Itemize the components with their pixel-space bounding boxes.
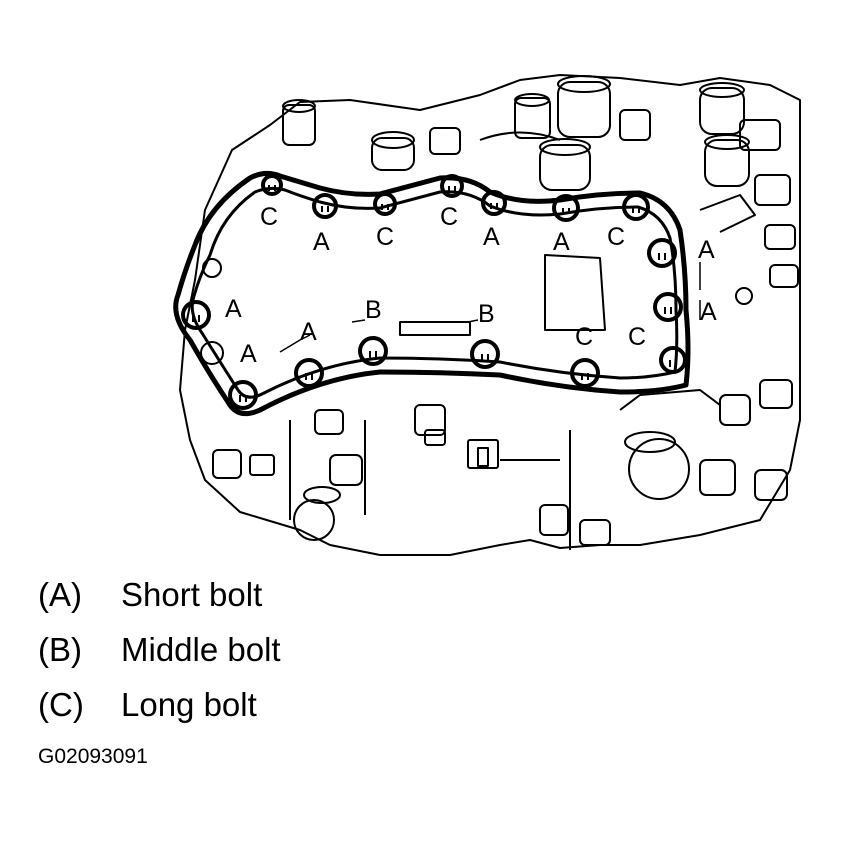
bolt-label-a: A xyxy=(698,236,715,264)
bolt xyxy=(470,339,500,369)
bolt xyxy=(440,174,464,198)
legend-key: (A) xyxy=(38,576,82,613)
leader-lines xyxy=(279,262,701,353)
bolt-type-labels: C A C C A A C A A A A A B B C C xyxy=(225,203,717,368)
bolt xyxy=(653,292,683,322)
bolt xyxy=(373,192,397,216)
bolts xyxy=(181,174,687,410)
bolt-label-c: C xyxy=(628,323,646,351)
bolt-label-c: C xyxy=(376,223,394,251)
gasket-outer-outline xyxy=(173,170,691,417)
bolt xyxy=(312,193,338,219)
bolt xyxy=(261,174,283,196)
bolt-heads xyxy=(192,185,677,402)
bolt xyxy=(647,238,677,268)
legend-key: (C) xyxy=(38,686,84,723)
bolt xyxy=(570,358,600,388)
bolt-label-c: C xyxy=(260,203,278,231)
bolt-label-b: B xyxy=(478,300,495,328)
bolt-label-a: A xyxy=(483,223,500,251)
bolt-label-c: C xyxy=(575,323,593,351)
bolt-label-a: A xyxy=(313,228,330,256)
bolt-label-a: A xyxy=(700,298,717,326)
bolt xyxy=(181,300,211,330)
bolt-label-a: A xyxy=(225,295,242,323)
bolt-label-a: A xyxy=(240,340,257,368)
casting-outline xyxy=(179,74,801,556)
bolt xyxy=(294,358,324,388)
legend-text: Middle bolt xyxy=(121,631,281,668)
background-parts xyxy=(200,75,799,550)
bolt xyxy=(622,193,650,221)
bolt-label-c: C xyxy=(440,203,458,231)
bolt-label-c: C xyxy=(607,223,625,251)
bolt xyxy=(228,380,258,410)
bolt xyxy=(552,194,580,222)
legend-text: Short bolt xyxy=(121,576,263,613)
valve-body-diagram: C A C C A A C A A A A A B B C C xyxy=(173,74,801,556)
figure-id: G02093091 xyxy=(38,745,148,768)
bolt xyxy=(481,190,507,216)
bolt-label-a: A xyxy=(300,318,317,346)
bolt xyxy=(659,346,687,374)
legend-text: Long bolt xyxy=(121,686,257,723)
legend-key: (B) xyxy=(38,631,82,668)
bolt-label-a: A xyxy=(553,228,570,256)
bolt-label-b: B xyxy=(365,296,382,324)
bolt xyxy=(358,336,388,366)
